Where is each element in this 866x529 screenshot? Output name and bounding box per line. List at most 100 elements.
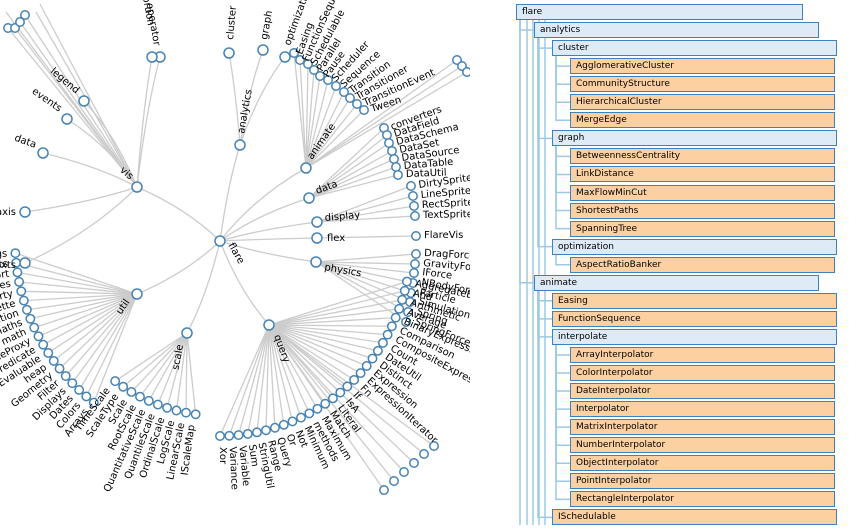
tree-node[interactable] — [403, 307, 413, 317]
tree-node[interactable] — [270, 422, 280, 433]
tree-node[interactable] — [335, 387, 346, 398]
tree-node[interactable] — [257, 44, 269, 56]
tree-node[interactable] — [289, 48, 299, 58]
tree-node[interactable] — [14, 276, 25, 287]
tree-node[interactable] — [15, 17, 25, 27]
tree-group-row[interactable]: interpolate — [552, 328, 837, 345]
tree-node[interactable] — [303, 192, 315, 204]
tree-leaf-row[interactable]: MatrixInterpolator — [570, 419, 835, 436]
tree-node[interactable] — [312, 403, 323, 414]
tree-node[interactable] — [406, 181, 416, 191]
tree-leaf-row[interactable]: RectangleInterpolator — [570, 491, 835, 508]
tree-node[interactable] — [296, 412, 306, 423]
tree-node[interactable] — [61, 113, 73, 125]
tree-node[interactable] — [287, 416, 298, 427]
tree-node[interactable] — [429, 441, 439, 451]
tree-leaf-row[interactable]: NumberInterpolator — [570, 437, 835, 454]
tree-node[interactable] — [261, 425, 271, 436]
tree-node[interactable] — [409, 201, 419, 211]
tree-node[interactable] — [349, 374, 360, 385]
tree-node[interactable] — [279, 51, 291, 63]
tree-node[interactable] — [389, 476, 399, 486]
tree-node[interactable] — [78, 95, 90, 107]
tree-node[interactable] — [60, 371, 71, 381]
tree-node[interactable] — [377, 337, 388, 348]
tree-leaf-row[interactable]: HierarchicalCluster — [570, 94, 835, 111]
tree-node[interactable] — [311, 232, 323, 244]
tree-node[interactable] — [309, 65, 319, 75]
tree-leaf-row[interactable]: MergeEdge — [570, 112, 835, 129]
tree-group-row[interactable]: cluster — [552, 40, 837, 57]
tree-leaf-row[interactable]: AspectRatioBanker — [570, 256, 835, 273]
tree-node[interactable] — [12, 267, 23, 278]
tree-node[interactable] — [355, 368, 366, 379]
tree-leaf-row[interactable]: ArrayInterpolator — [570, 346, 835, 363]
tree-node[interactable] — [223, 47, 235, 59]
tree-node[interactable] — [367, 353, 378, 364]
tree-node[interactable] — [251, 427, 262, 438]
tree-node[interactable] — [410, 259, 420, 269]
tree-group-row[interactable]: graph — [552, 130, 837, 147]
tree-node[interactable] — [19, 257, 31, 269]
tree-node[interactable] — [419, 449, 429, 459]
tree-node[interactable] — [401, 276, 412, 287]
tree-node[interactable] — [278, 419, 289, 430]
tree-node[interactable] — [408, 191, 418, 201]
tree-node[interactable] — [16, 286, 27, 297]
tree-node[interactable] — [411, 231, 421, 241]
tree-node[interactable] — [48, 355, 59, 366]
tree-group-row[interactable]: flare — [516, 4, 803, 20]
tree-leaf-row[interactable]: Interpolator — [570, 401, 835, 418]
tree-node[interactable] — [397, 294, 408, 305]
tree-node[interactable] — [304, 408, 315, 419]
tree-node[interactable] — [181, 327, 193, 339]
tree-node[interactable] — [462, 67, 472, 77]
tree-node[interactable] — [33, 331, 44, 342]
tree-leaf-row[interactable]: ISchedulable — [552, 509, 837, 525]
tree-node[interactable] — [74, 384, 85, 395]
tree-node[interactable] — [361, 361, 372, 371]
tree-node[interactable] — [234, 139, 246, 151]
tree-node[interactable] — [21, 304, 32, 315]
tree-node[interactable] — [233, 430, 244, 441]
tree-node[interactable] — [215, 431, 225, 441]
tree-node[interactable] — [311, 216, 323, 228]
tree-group-row[interactable]: animate — [534, 274, 819, 291]
tree-leaf-row[interactable]: AgglomerativeCluster — [570, 58, 835, 75]
tree-node[interactable] — [345, 93, 355, 103]
tree-node[interactable] — [384, 138, 394, 148]
tree-node[interactable] — [409, 268, 419, 278]
tree-node[interactable] — [18, 295, 29, 306]
tree-node[interactable] — [242, 428, 253, 439]
tree-node[interactable] — [382, 329, 393, 340]
tree-node[interactable] — [152, 399, 163, 410]
tree-node[interactable] — [37, 147, 49, 159]
tree-node[interactable] — [67, 378, 78, 389]
tree-node[interactable] — [379, 485, 389, 495]
tree-node[interactable] — [387, 146, 397, 156]
tree-leaf-row[interactable]: ObjectInterpolator — [570, 455, 835, 472]
tree-node[interactable] — [20, 10, 30, 20]
tree-node[interactable] — [389, 154, 399, 164]
tree-node[interactable] — [162, 402, 173, 413]
tree-leaf-row[interactable]: FunctionSequence — [552, 310, 837, 327]
tree-leaf-row[interactable]: PointInterpolator — [570, 473, 835, 490]
tree-node[interactable] — [135, 391, 145, 402]
tree-node[interactable] — [320, 398, 331, 409]
tree-leaf-row[interactable]: CommunityStructure — [570, 76, 835, 93]
tree-node[interactable] — [263, 319, 275, 331]
tree-leaf-row[interactable]: ColorInterpolator — [570, 365, 835, 381]
tree-node[interactable] — [224, 430, 235, 441]
tree-node[interactable] — [394, 303, 405, 314]
tree-group-row[interactable]: analytics — [534, 22, 819, 39]
tree-node[interactable] — [342, 381, 353, 392]
tree-node[interactable] — [19, 206, 31, 218]
tree-node[interactable] — [399, 285, 410, 296]
tree-node[interactable] — [352, 99, 362, 109]
tree-node[interactable] — [214, 235, 226, 247]
tree-node[interactable] — [131, 181, 143, 193]
tree-node[interactable] — [323, 75, 333, 85]
tree-node[interactable] — [143, 395, 154, 406]
tree-leaf-row[interactable]: SpanningTree — [570, 220, 835, 237]
tree-node[interactable] — [359, 105, 369, 115]
